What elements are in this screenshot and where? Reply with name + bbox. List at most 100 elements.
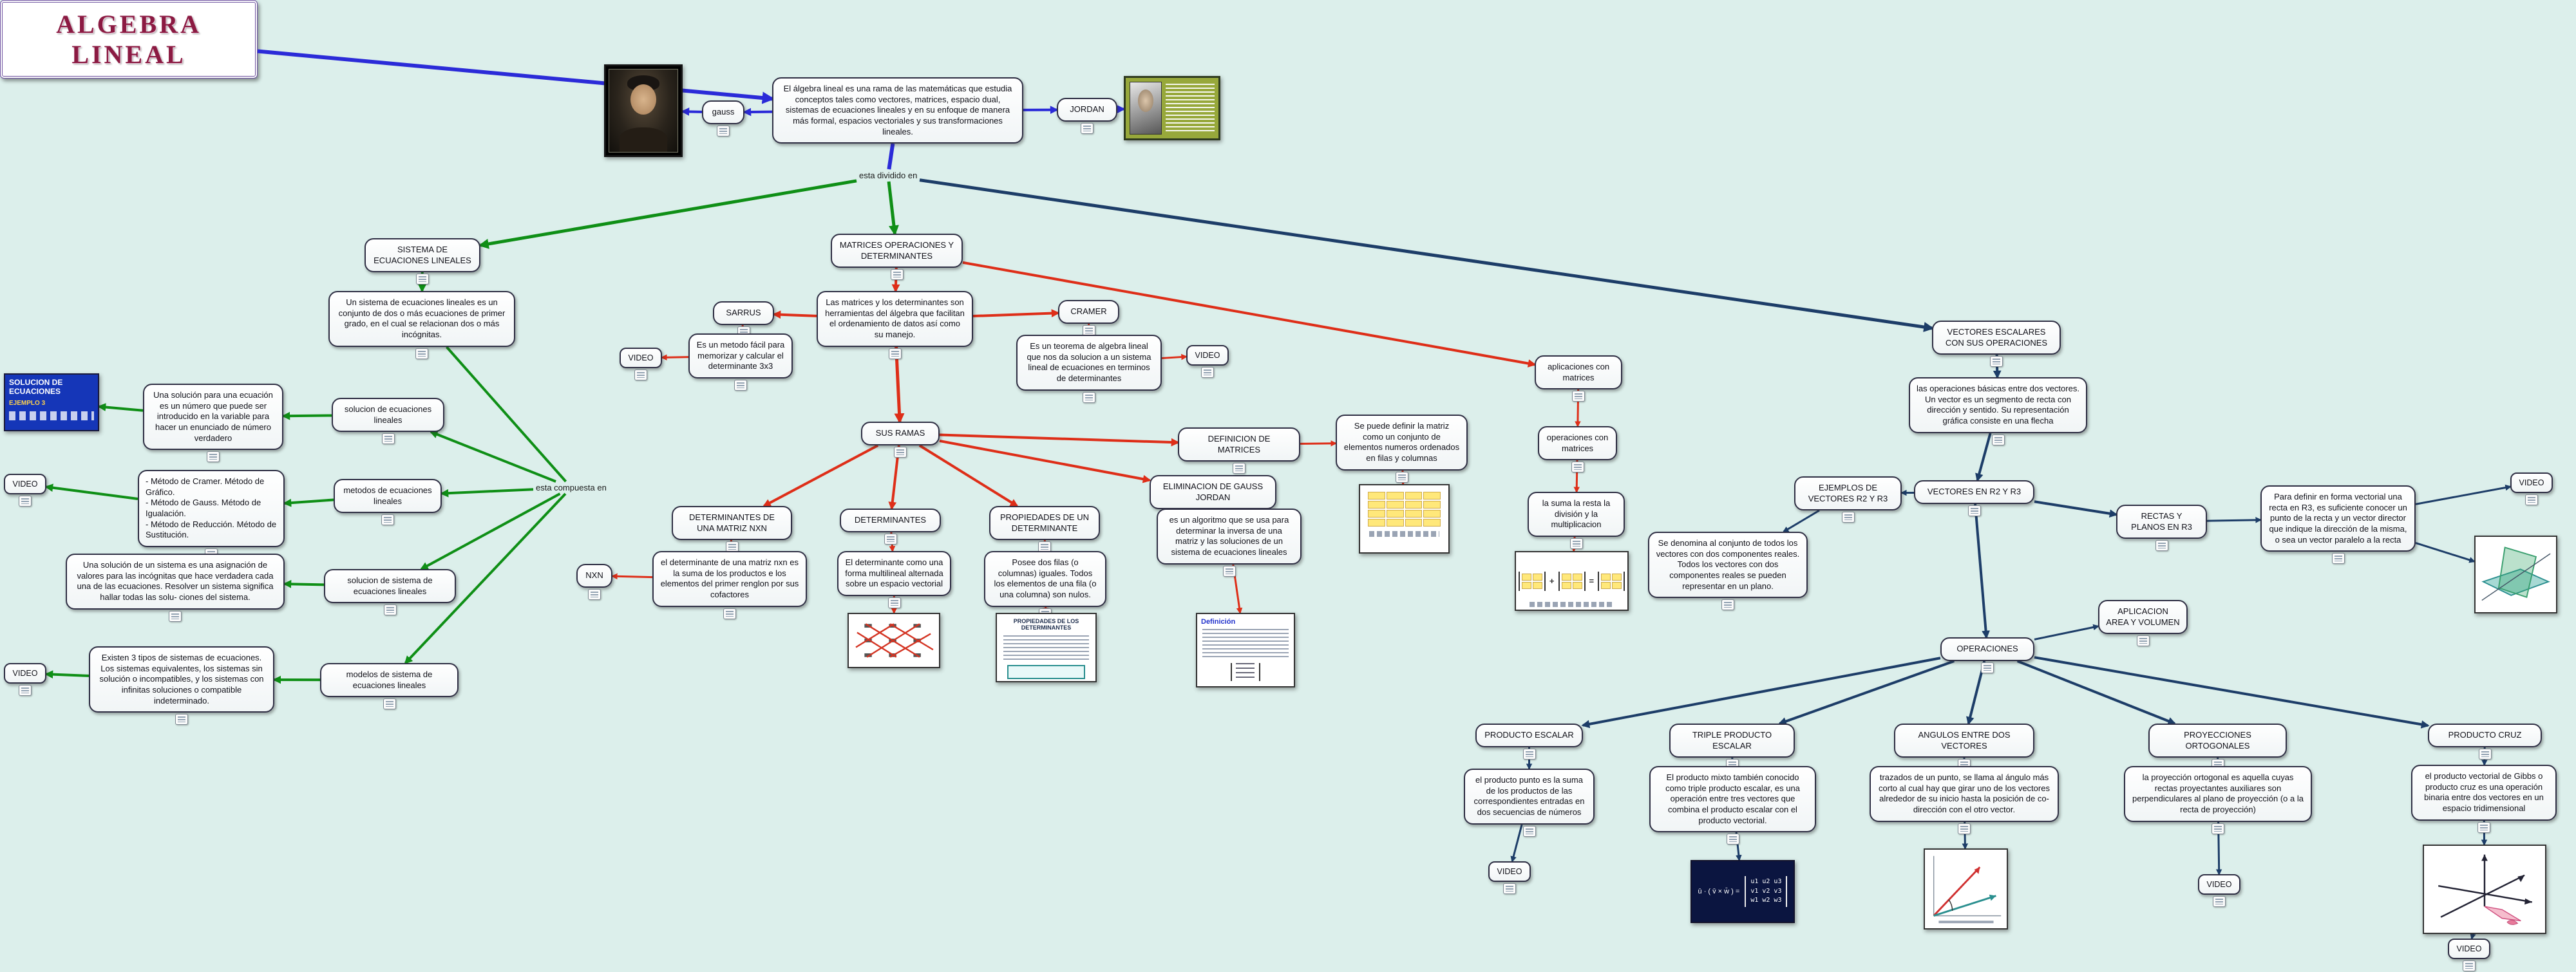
edge-sol_ec_lin-sol_def[interactable]	[281, 411, 332, 420]
edge-operaciones_v-prod_escalar[interactable]	[1581, 657, 1941, 729]
resource-icon[interactable]	[2211, 823, 2224, 834]
concept-cramer[interactable]: CRAMER	[1058, 300, 1119, 336]
concept-angulos-definicion[interactable]: trazados de un punto, se llama al ángulo…	[1870, 766, 2059, 834]
edge-main_def-dividido[interactable]	[887, 143, 895, 170]
concept-gauss[interactable]: gauss	[702, 100, 744, 136]
resource-icon[interactable]	[1201, 367, 1214, 378]
resource-icon[interactable]	[1503, 883, 1516, 894]
concept-propiedades-determinante[interactable]: PROPIEDADES DE UN DETERMINANTE	[989, 506, 1100, 553]
resource-icon[interactable]	[1571, 462, 1584, 473]
concept-cramer-definicion[interactable]: Es un teorema de algebra lineal que nos …	[1016, 335, 1162, 403]
resource-icon[interactable]	[2463, 960, 2476, 971]
resource-icon[interactable]	[2136, 635, 2150, 647]
concept-producto-cruz-definicion[interactable]: el producto vectorial de Gibbs o product…	[2411, 765, 2557, 833]
edge-metodos-metodos_def[interactable]	[283, 498, 334, 507]
video-node-rectas[interactable]: VIDEO	[2510, 472, 2553, 505]
edge-compuesta-modelos[interactable]	[404, 492, 567, 664]
edge-title-main_def[interactable]	[257, 49, 775, 104]
operaciones-matrices-image[interactable]: +=	[1515, 551, 1629, 611]
concept-solucion-definicion[interactable]: Una solución para una ecuación es un núm…	[143, 384, 283, 463]
edge-rectas_def-video_rectas[interactable]	[2415, 484, 2512, 505]
concept-determinantes-nxn-definicion[interactable]: el determinante de una matriz nxn es la …	[652, 551, 807, 619]
video-node-producto-cruz[interactable]: VIDEO	[2448, 939, 2490, 971]
video-node-metodos[interactable]: VIDEO	[4, 474, 46, 507]
edge-compuesta-sol_sis[interactable]	[420, 492, 561, 570]
map-title[interactable]: ALGEBRA LINEAL	[0, 0, 258, 79]
resource-icon[interactable]	[1569, 537, 1583, 549]
resource-icon[interactable]	[894, 446, 907, 458]
edge-gauss-gauss_img[interactable]	[681, 107, 703, 116]
concept-determinantes-nxn[interactable]: DETERMINANTES DE UNA MATRIZ NXN	[672, 506, 792, 553]
edge-compuesta-sol_ec_lin[interactable]	[429, 430, 556, 483]
concept-producto-escalar-definicion[interactable]: el producto punto es la suma de los prod…	[1464, 769, 1595, 837]
edge-vectores_r2r3-operaciones_v[interactable]	[1974, 503, 1990, 639]
edge-sistema_def-compuesta[interactable]	[446, 346, 567, 483]
edge-matrices_title-aplicaciones[interactable]	[962, 261, 1537, 368]
edge-sus_ramas-defmat_title[interactable]	[939, 433, 1180, 447]
resource-icon[interactable]	[2525, 494, 2538, 505]
edge-modelos_def-video2[interactable]	[44, 670, 90, 679]
resource-icon[interactable]	[1222, 565, 1236, 577]
concept-definicion-matrices[interactable]: DEFINICION DE MATRICES	[1178, 427, 1300, 474]
concept-sarrus[interactable]: SARRUS	[713, 301, 774, 337]
resource-icon[interactable]	[588, 588, 601, 600]
angulo-vectores-image[interactable]	[1924, 848, 2008, 930]
resource-icon[interactable]	[19, 685, 32, 696]
video-node-cramer[interactable]: VIDEO	[1186, 345, 1229, 378]
video-node-sarrus[interactable]: VIDEO	[620, 348, 662, 380]
concept-nxn[interactable]: NXN	[576, 564, 612, 600]
concept-vectores-escalares[interactable]: VECTORES ESCALARES CON SUS OPERACIONES	[1932, 321, 2061, 368]
concept-eliminacion-gauss-jordan[interactable]: ELIMINACION DE GAUSS JORDAN	[1150, 475, 1276, 522]
resource-icon[interactable]	[175, 714, 188, 725]
edge-vectores_def-vectores_r2r3[interactable]	[1975, 433, 1992, 482]
concept-metodos[interactable]: metodos de ecuaciones lineales	[334, 479, 442, 526]
concept-matriz-definicion[interactable]: Se puede definir la matriz como un conju…	[1336, 415, 1468, 483]
concept-rectas-definicion[interactable]: Para definir en forma vectorial una rect…	[2260, 485, 2416, 565]
edge-dividido-matrices_title[interactable]	[887, 181, 899, 236]
resource-icon[interactable]	[734, 379, 747, 391]
planos-r3-image[interactable]	[2474, 536, 2557, 613]
resource-icon[interactable]	[717, 125, 730, 136]
resource-icon[interactable]	[2478, 748, 2492, 760]
edge-dividido-vectores_title[interactable]	[919, 178, 1935, 332]
edge-rectas_title-rectas_def[interactable]	[2206, 517, 2262, 523]
concept-sistema-definicion[interactable]: Un sistema de ecuaciones lineales es un …	[328, 291, 515, 359]
edge-vectores_r2r3-rectas_title[interactable]	[2034, 500, 2118, 518]
resource-icon[interactable]	[1990, 356, 2003, 368]
resource-icon[interactable]	[207, 451, 220, 463]
resource-icon[interactable]	[1958, 823, 1971, 834]
propiedades-document-image[interactable]: PROPIEDADES DE LOS DETERMINANTES	[996, 613, 1097, 682]
concept-rectas-planos-r3[interactable]: RECTAS Y PLANOS EN R3	[2116, 505, 2207, 552]
concept-sistema-ecuaciones[interactable]: SISTEMA DE ECUACIONES LINEALES	[365, 238, 480, 285]
resource-icon[interactable]	[19, 496, 32, 507]
resource-icon[interactable]	[1726, 834, 1739, 845]
resource-icon[interactable]	[1081, 122, 1094, 134]
resource-icon[interactable]	[1991, 434, 2005, 445]
concept-aplicacion-area-volumen[interactable]: APLICACION AREA Y VOLUMEN	[2098, 600, 2188, 647]
resource-icon[interactable]	[383, 604, 397, 616]
definicion-document-image[interactable]: Definición	[1196, 613, 1295, 687]
concept-vectores-r2-r3[interactable]: VECTORES EN R2 Y R3	[1914, 480, 2034, 516]
edge-sus_ramas-det_nxn_title[interactable]	[762, 444, 879, 507]
concept-triple-producto-escalar[interactable]: TRIPLE PRODUCTO ESCALAR	[1669, 724, 1795, 771]
concept-solucion-sistema[interactable]: solucion de sistema de ecuaciones lineal…	[324, 569, 456, 616]
resource-icon[interactable]	[884, 533, 897, 545]
sarrus-rule-image[interactable]	[848, 613, 940, 668]
concept-angulos-vectores[interactable]: ANGULOS ENTRE DOS VECTORES	[1894, 724, 2034, 771]
concept-vectores-definicion[interactable]: las operaciones básicas entre dos vector…	[1909, 377, 2087, 445]
edge-operaciones_v-prod_cruz[interactable]	[2034, 656, 2430, 729]
edge-pe_def-video_pe[interactable]	[1510, 824, 1523, 863]
concept-main-definition[interactable]: El álgebra lineal es una rama de las mat…	[772, 77, 1023, 144]
resource-icon[interactable]	[1522, 825, 1536, 837]
resource-icon[interactable]	[381, 514, 394, 526]
resource-icon[interactable]	[1967, 505, 1981, 516]
concept-jordan[interactable]: JORDAN	[1057, 98, 1117, 134]
concept-ejemplos-vectores[interactable]: EJEMPLOS DE VECTORES R2 Y R3	[1794, 476, 1902, 523]
edge-sol_def-sol_img[interactable]	[97, 403, 144, 412]
resource-icon[interactable]	[415, 348, 428, 359]
resource-icon[interactable]	[1981, 662, 1994, 673]
edge-metodos_def-video1[interactable]	[44, 483, 138, 500]
edge-cramer_def-video_cramer[interactable]	[1161, 353, 1188, 360]
concept-proyecciones-ortogonales[interactable]: PROYECCIONES ORTOGONALES	[2148, 724, 2287, 771]
